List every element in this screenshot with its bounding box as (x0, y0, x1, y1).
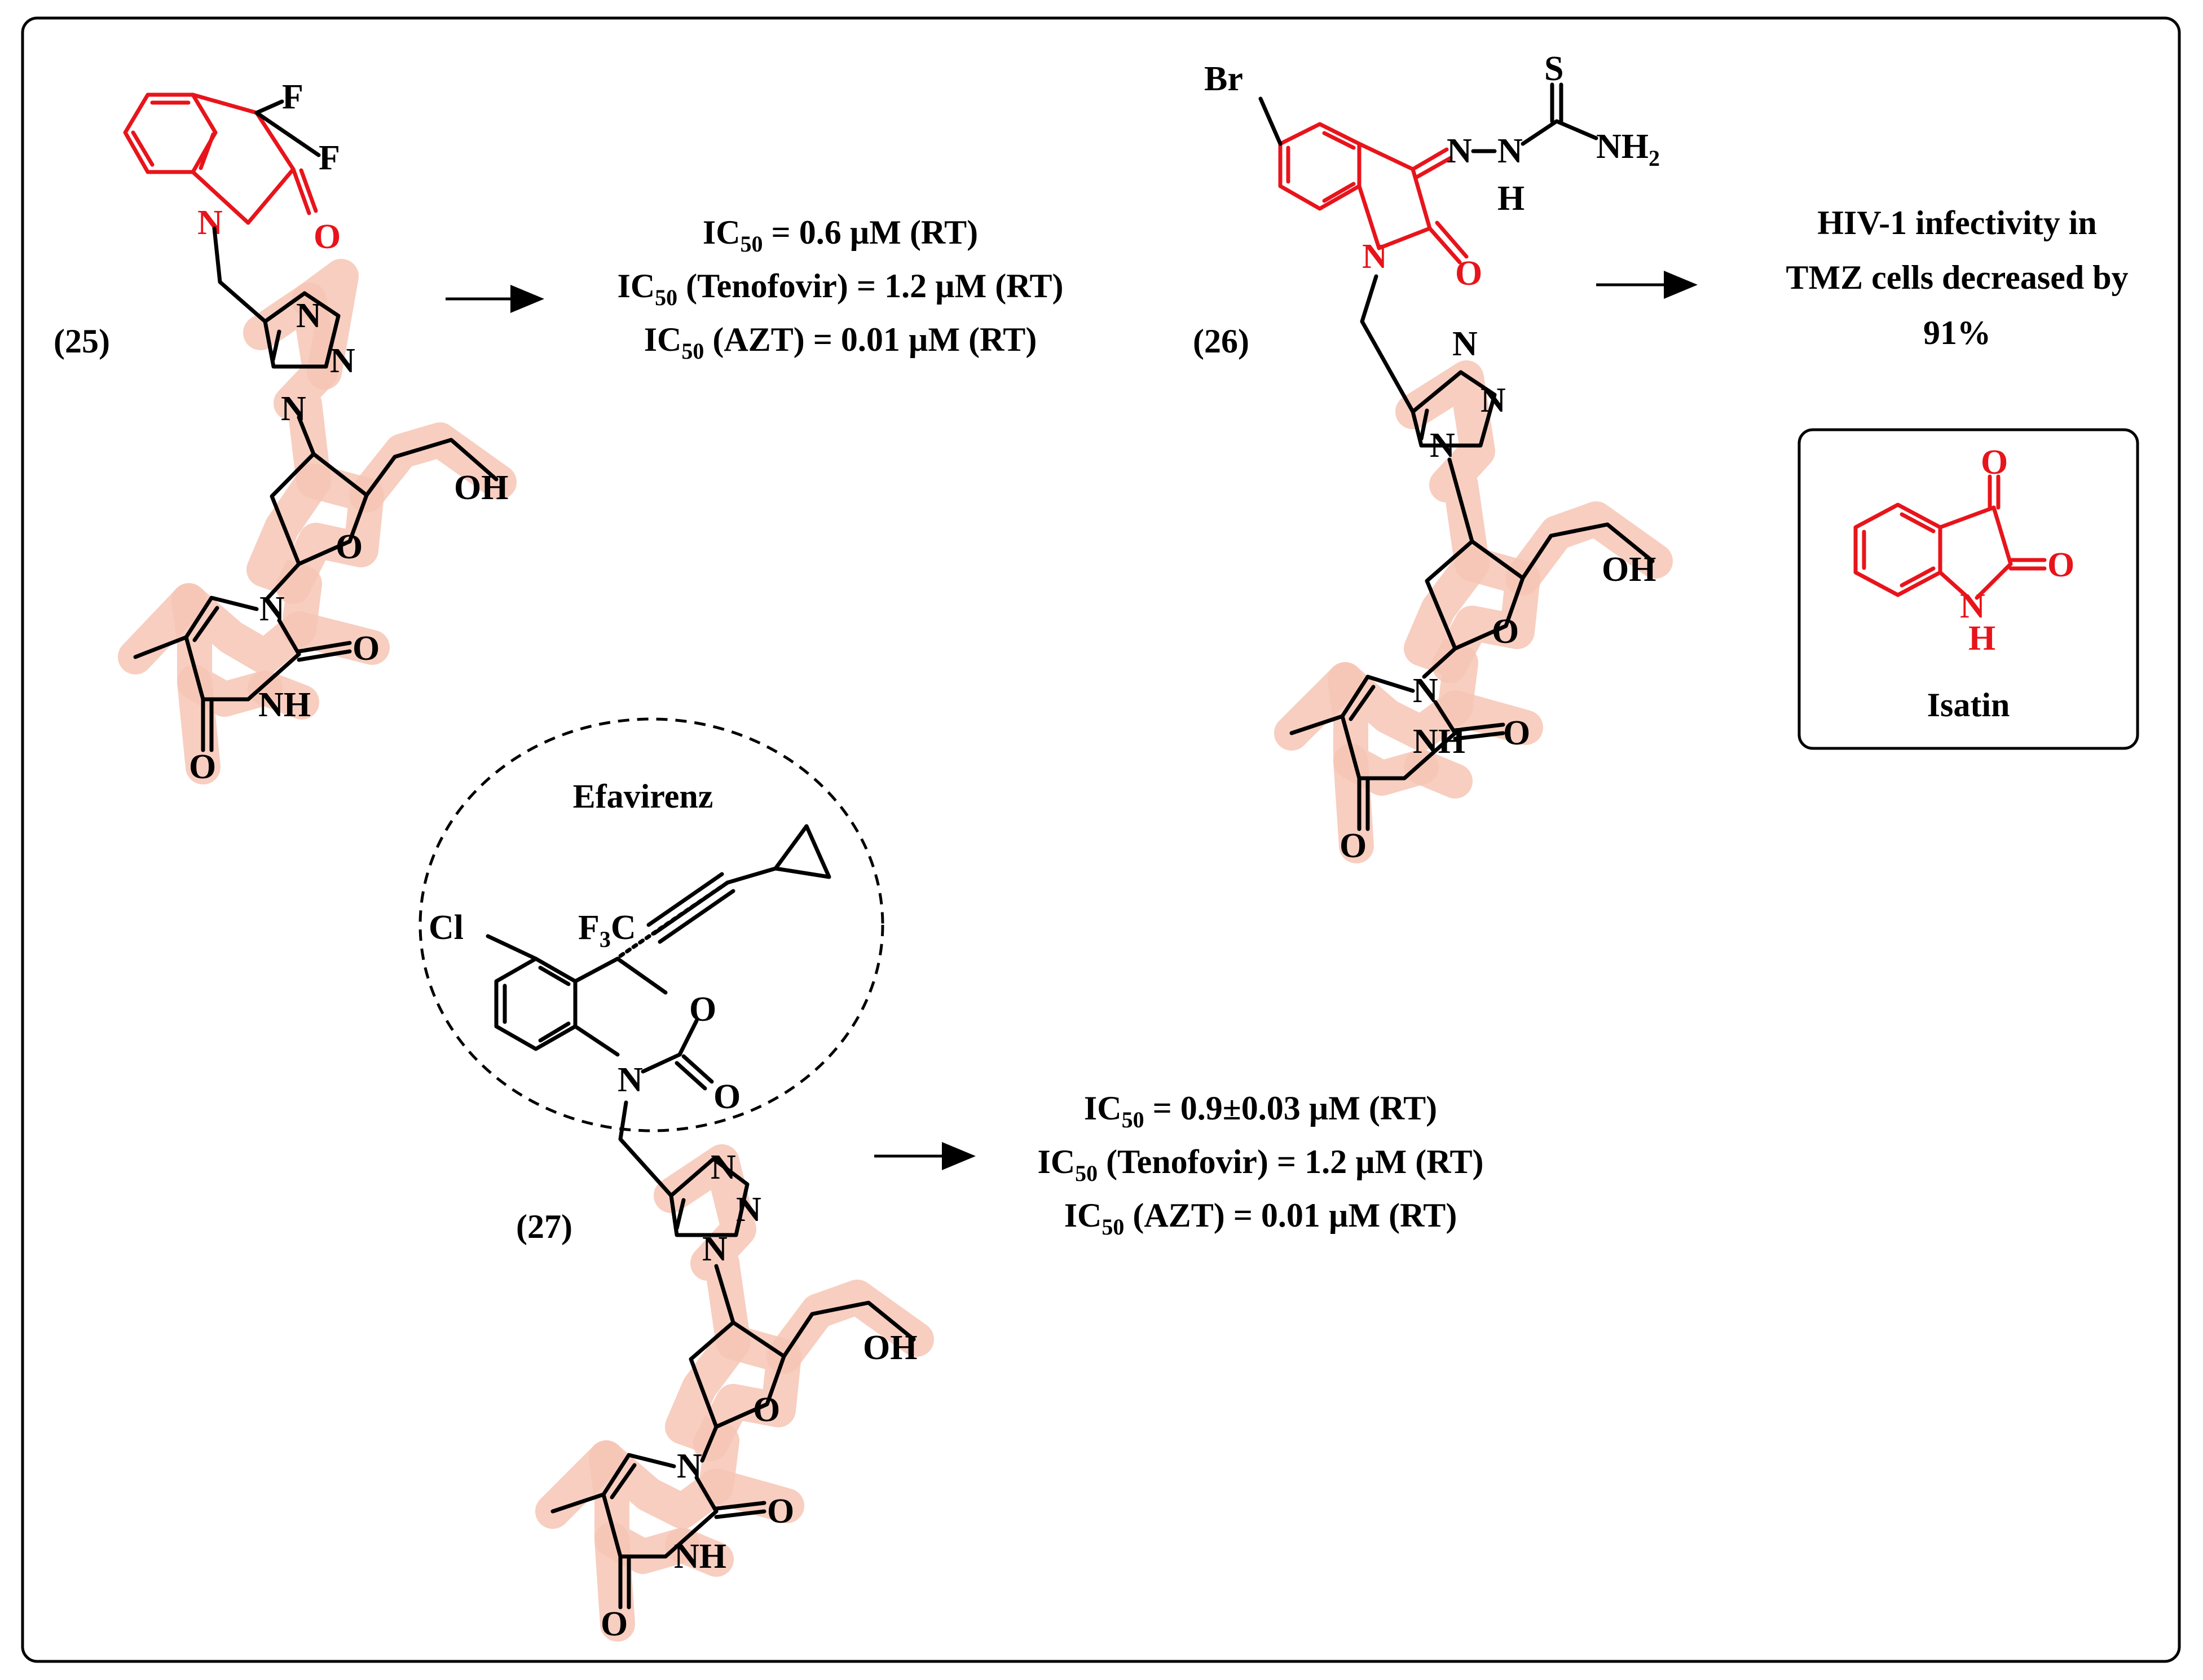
atom-n: N (330, 342, 355, 380)
compound-27-highlight (535, 1144, 934, 1642)
atom-o: O (314, 218, 341, 256)
atom-n: N (736, 1190, 761, 1229)
atom-o: O (2047, 546, 2074, 584)
isatin-box: O O N H Isatin (1797, 428, 2139, 750)
atom-oh: OH (454, 469, 508, 507)
atom-o: O (353, 629, 380, 668)
atom-n: N (1447, 132, 1472, 170)
atom-o: O (601, 1605, 628, 1643)
atom-o: O (189, 748, 216, 786)
atom-br: Br (1204, 60, 1243, 98)
atom-n: N (1452, 325, 1478, 363)
atom-n: N (711, 1148, 736, 1187)
atom-n: N (1362, 237, 1387, 276)
atom-oh: OH (1602, 550, 1656, 589)
compound-25-label: (25) (54, 323, 110, 360)
compound-25-results: IC50 = 0.6 µM (RT) IC50 (Tenofovir) = 1.… (617, 214, 1063, 364)
efavirenz-label: Efavirenz (573, 778, 713, 815)
compound-27-label: (27) (516, 1208, 572, 1245)
atom-oh: OH (863, 1329, 917, 1367)
compound-26-isatin-hydrazone (1278, 122, 1469, 264)
atom-n: N (1497, 132, 1523, 170)
atom-o: O (336, 528, 363, 566)
result-line: TMZ cells decreased by (1786, 259, 2128, 296)
compound-25-highlight (118, 259, 517, 784)
atom-nh2: NH2 (1596, 127, 1660, 171)
result-line: HIV-1 infectivity in (1817, 204, 2097, 241)
atom-f: F (319, 139, 340, 177)
result-line: IC50 = 0.9±0.03 µM (RT) (1084, 1090, 1437, 1132)
atom-f3c: F3C (578, 909, 636, 952)
atom-nh: NH (674, 1537, 726, 1576)
result-line: IC50 (AZT) = 0.01 µM (RT) (644, 321, 1037, 364)
atom-nh: N (1960, 587, 1985, 625)
atom-n: N (197, 204, 223, 242)
atom-n: N (702, 1230, 728, 1268)
atom-n: N (1481, 381, 1506, 420)
atom-n: N (296, 297, 321, 335)
atom-o: O (1492, 612, 1519, 651)
atom-h: H (1968, 619, 1995, 658)
atom-f: F (282, 78, 303, 116)
compound-27-results: IC50 = 0.9±0.03 µM (RT) IC50 (Tenofovir)… (1037, 1090, 1483, 1240)
atom-o: O (1981, 443, 2008, 482)
result-line: IC50 (AZT) = 0.01 µM (RT) (1064, 1197, 1457, 1240)
atom-cl: Cl (429, 909, 464, 947)
compound-25-difluoro-oxindole (123, 92, 318, 225)
result-line: IC50 = 0.6 µM (RT) (703, 214, 978, 257)
compound-25: F F O N N N N OH O N O NH O (25) (54, 78, 517, 786)
compound-27: Efavirenz Cl O O N F3C (418, 717, 934, 1643)
atom-n: N (618, 1061, 643, 1099)
atom-n: N (1413, 672, 1438, 710)
atom-o: O (767, 1492, 794, 1531)
compound-26-highlight (1274, 360, 1673, 863)
result-line: 91% (1923, 314, 1991, 351)
atom-o: O (753, 1391, 780, 1429)
outer-frame (21, 16, 2181, 1663)
result-line: IC50 (Tenofovir) = 1.2 µM (RT) (617, 267, 1063, 310)
compound-26-label: (26) (1193, 323, 1249, 360)
result-line: IC50 (Tenofovir) = 1.2 µM (RT) (1037, 1143, 1483, 1186)
atom-o: O (1340, 827, 1367, 865)
compound-26-results: HIV-1 infectivity in TMZ cells decreased… (1786, 204, 2128, 351)
atom-s: S (1544, 50, 1563, 88)
isatin-label: Isatin (1927, 686, 2010, 724)
atom-nh: NH (1413, 722, 1465, 761)
atom-h: H (1497, 179, 1525, 218)
atom-o: O (1455, 254, 1482, 293)
atom-o: O (689, 990, 716, 1029)
atom-nh: NH (258, 686, 311, 724)
compound-26: Br N N H S NH2 O N N N N OH O N O NH O (… (1193, 50, 1673, 865)
atom-o: O (713, 1078, 741, 1116)
atom-o: O (1503, 714, 1530, 752)
efavirenz-circle (418, 717, 884, 1132)
